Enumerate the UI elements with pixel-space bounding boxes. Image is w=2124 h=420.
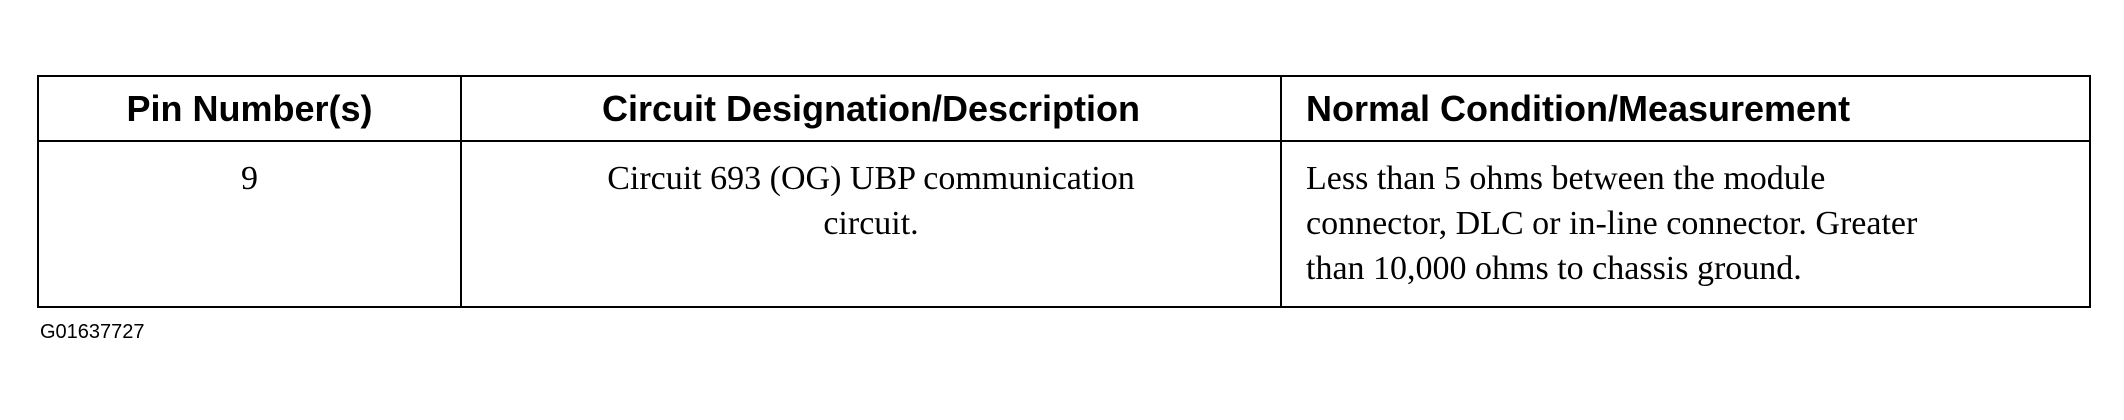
table-row: 9 Circuit 693 (OG) UBP communication cir… xyxy=(37,140,2091,308)
circuit-description-line-2: circuit. xyxy=(823,205,919,242)
header-circuit-description: Circuit Designation/Description xyxy=(460,75,1282,142)
header-normal-condition: Normal Condition/Measurement xyxy=(1280,75,2091,142)
figure-id-label: G01637727 xyxy=(40,321,145,343)
normal-condition-line-3: than 10,000 ohms to chassis ground. xyxy=(1306,250,1802,287)
table-header-row: Pin Number(s) Circuit Designation/Descri… xyxy=(37,75,2091,142)
pin-number-value: 9 xyxy=(241,160,258,197)
circuit-description-line-1: Circuit 693 (OG) UBP communication xyxy=(607,160,1135,197)
normal-condition-line-2: connector, DLC or in-line connector. Gre… xyxy=(1306,205,1918,242)
normal-condition-line-1: Less than 5 ohms between the module xyxy=(1306,160,1826,197)
cell-pin-number: 9 xyxy=(37,140,462,308)
cell-normal-condition: Less than 5 ohms between the module conn… xyxy=(1280,140,2091,308)
header-pin-number: Pin Number(s) xyxy=(37,75,462,142)
cell-circuit-description: Circuit 693 (OG) UBP communication circu… xyxy=(460,140,1282,308)
pin-specification-table: Pin Number(s) Circuit Designation/Descri… xyxy=(37,75,2091,308)
